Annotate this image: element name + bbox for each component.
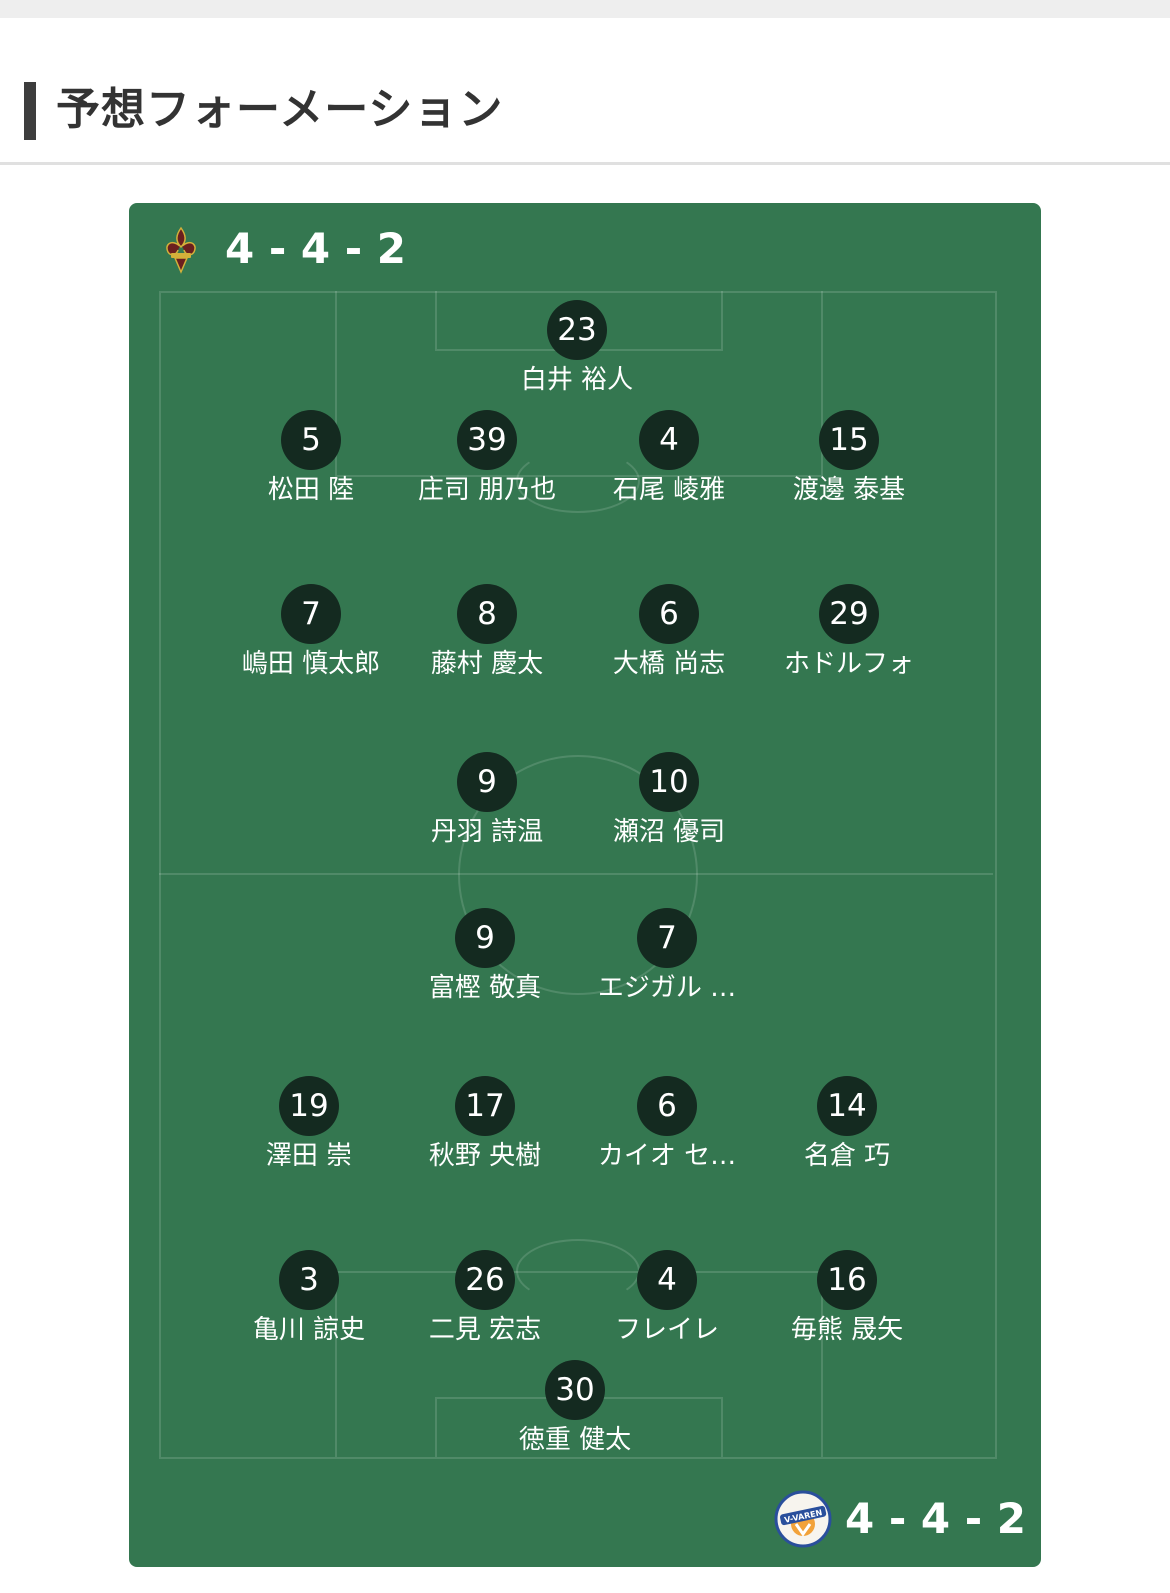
home-player[interactable]: 9 丹羽 詩温 [387, 752, 587, 862]
away-player[interactable]: 26 二見 宏志 [385, 1250, 585, 1360]
player-name: 徳重 健太 [518, 1425, 632, 1455]
player-name: 毎熊 晟矢 [790, 1315, 904, 1345]
fleur-de-lis-crest-icon [159, 225, 203, 277]
header-accent-bar [24, 82, 36, 140]
away-player[interactable]: 4 フレイレ [567, 1250, 767, 1360]
away-player[interactable]: 3 亀川 諒史 [209, 1250, 409, 1360]
player-number-badge: 9 [457, 752, 517, 812]
section-title: 予想フォーメーション [56, 84, 504, 135]
away-player[interactable]: 16 毎熊 晟矢 [747, 1250, 947, 1360]
home-player[interactable]: 7 嶋田 慎太郎 [211, 584, 411, 694]
player-number-badge: 3 [279, 1250, 339, 1310]
player-name: ホドルフォ [783, 649, 914, 679]
player-number-badge: 7 [637, 908, 697, 968]
player-number-badge: 8 [457, 584, 517, 644]
player-name: 澤田 崇 [265, 1141, 353, 1171]
v-varen-crest-icon: V-VAREN [773, 1489, 833, 1549]
section-header: 予想フォーメーション [0, 72, 1170, 165]
player-name: 渡邊 泰基 [792, 475, 906, 505]
home-player[interactable]: 15 渡邊 泰基 [749, 410, 949, 520]
player-number-badge: 23 [547, 300, 607, 360]
home-player[interactable]: 4 石尾 崚雅 [569, 410, 769, 520]
player-name: 藤村 慶太 [430, 649, 544, 679]
player-number-badge: 9 [455, 908, 515, 968]
player-name: 瀬沼 優司 [612, 817, 726, 847]
center-circle [458, 755, 698, 995]
header-divider [0, 162, 1170, 165]
player-name: 亀川 諒史 [252, 1315, 366, 1345]
player-number-badge: 10 [639, 752, 699, 812]
top-gray-bar [0, 0, 1170, 18]
player-name: 大橋 尚志 [612, 649, 726, 679]
player-number-badge: 14 [817, 1076, 877, 1136]
home-formation: 4 - 4 - 2 [225, 224, 407, 273]
player-name: カイオ セ… [597, 1141, 737, 1171]
home-player[interactable]: 29 ホドルフォ [749, 584, 949, 694]
player-name: 松田 陸 [267, 475, 355, 505]
player-number-badge: 29 [819, 584, 879, 644]
away-player[interactable]: 17 秋野 央樹 [385, 1076, 585, 1186]
player-name: 富樫 敬真 [428, 973, 542, 1003]
player-number-badge: 4 [639, 410, 699, 470]
pitch-boundary [159, 291, 997, 1459]
player-name: 石尾 崚雅 [612, 475, 726, 505]
player-name: フレイレ [614, 1315, 719, 1345]
player-name: エジガル … [597, 973, 737, 1003]
player-number-badge: 19 [279, 1076, 339, 1136]
player-number-badge: 17 [455, 1076, 515, 1136]
player-name: 庄司 朋乃也 [417, 475, 557, 505]
formation-card: 4 - 4 - 2 V-VAREN 4 - 4 - 2 23 白井 裕人 5 松… [129, 203, 1041, 1567]
player-number-badge: 15 [819, 410, 879, 470]
top-penalty-arc [516, 449, 640, 513]
home-player[interactable]: 10 瀬沼 優司 [569, 752, 769, 862]
away-player[interactable]: 7 エジガル … [567, 908, 767, 1018]
player-number-badge: 30 [545, 1360, 605, 1420]
home-player[interactable]: 39 庄司 朋乃也 [387, 410, 587, 520]
away-player[interactable]: 6 カイオ セ… [567, 1076, 767, 1186]
player-number-badge: 39 [457, 410, 517, 470]
player-number-badge: 6 [637, 1076, 697, 1136]
player-number-badge: 6 [639, 584, 699, 644]
away-player[interactable]: 30 徳重 健太 [475, 1360, 675, 1470]
away-formation: 4 - 4 - 2 [845, 1494, 1027, 1543]
home-player[interactable]: 23 白井 裕人 [477, 300, 677, 410]
home-player[interactable]: 6 大橋 尚志 [569, 584, 769, 694]
player-name: 丹羽 詩温 [430, 817, 544, 847]
player-number-badge: 4 [637, 1250, 697, 1310]
player-number-badge: 26 [455, 1250, 515, 1310]
player-number-badge: 16 [817, 1250, 877, 1310]
player-number-badge: 7 [281, 584, 341, 644]
player-name: 白井 裕人 [520, 365, 634, 395]
player-name: 名倉 巧 [803, 1141, 891, 1171]
player-name: 嶋田 慎太郎 [241, 649, 381, 679]
player-name: 秋野 央樹 [428, 1141, 542, 1171]
home-player[interactable]: 8 藤村 慶太 [387, 584, 587, 694]
player-name: 二見 宏志 [428, 1315, 542, 1345]
home-player[interactable]: 5 松田 陸 [211, 410, 411, 520]
player-number-badge: 5 [281, 410, 341, 470]
away-player[interactable]: 9 富樫 敬真 [385, 908, 585, 1018]
away-player[interactable]: 14 名倉 巧 [747, 1076, 947, 1186]
away-player[interactable]: 19 澤田 崇 [209, 1076, 409, 1186]
